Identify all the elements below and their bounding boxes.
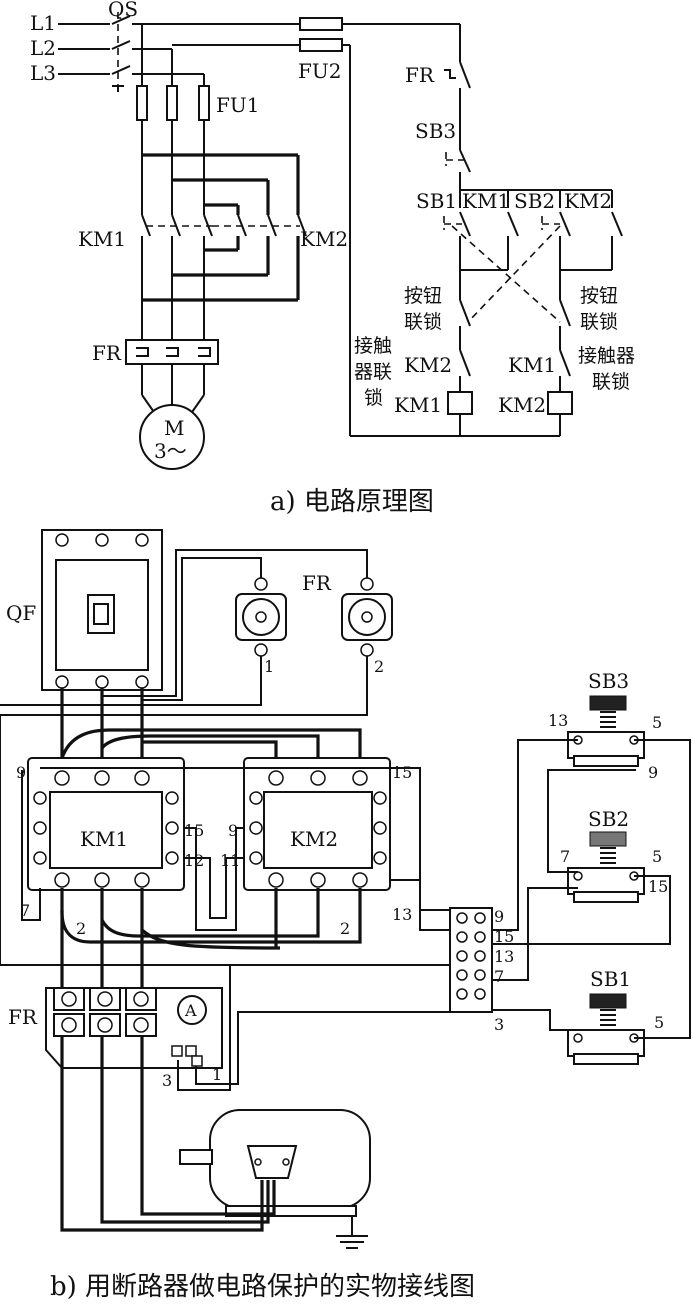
tb-9: 9	[494, 907, 504, 926]
label-coil-km2: KM2	[498, 393, 546, 417]
label-qs: QS	[108, 0, 138, 21]
control-circuit: FR SB3 SB1 KM1 SB2 KM2	[342, 23, 635, 437]
label-km2-power: KM2	[300, 227, 348, 251]
sb2-term-7: 7	[560, 847, 570, 866]
km1-term-2: 2	[76, 919, 86, 938]
km1-contactor: KM1 9 15 12 7 2	[16, 757, 204, 938]
km2-term-13: 13	[392, 905, 412, 924]
label-sb1-b: SB1	[590, 967, 631, 991]
label-fr-power: FR	[92, 341, 122, 365]
label-sb3: SB3	[415, 119, 456, 143]
motor	[179, 1109, 371, 1249]
label-coil-km1: KM1	[394, 393, 442, 417]
label-cont-lock-l2: 器联	[354, 361, 392, 383]
label-fr-top: FR	[302, 571, 332, 595]
km2-term-9: 9	[228, 821, 238, 840]
label-km1-aux: KM1	[462, 189, 510, 213]
tb-15: 15	[494, 927, 514, 946]
coil-km1	[447, 391, 473, 415]
ammeter-label: A	[184, 1001, 197, 1020]
km1-term-7: 7	[20, 901, 30, 920]
km2-term-2: 2	[340, 919, 350, 938]
label-sb3-b: SB3	[588, 669, 629, 693]
thermal-relay: A FR 3 1	[8, 987, 223, 1090]
coil-km2	[547, 391, 573, 415]
label-fr-ctrl: FR	[405, 63, 435, 87]
label-sb2: SB2	[514, 189, 555, 213]
tb-7: 7	[494, 967, 504, 986]
sb2-term-15: 15	[648, 877, 668, 896]
label-km1: KM1	[80, 827, 128, 851]
label-l1: L1	[30, 11, 56, 35]
label-km1-nc: KM1	[508, 353, 556, 377]
physical-wiring: QF FR 1 2 KM1 9 15	[0, 529, 691, 1249]
label-cont-lock-r1: 接触器	[578, 345, 635, 367]
label-fu1: FU1	[216, 93, 259, 117]
ammeter-icon	[177, 995, 207, 1025]
km1-term-12: 12	[184, 851, 204, 870]
motor-symbol	[139, 404, 205, 470]
label-cont-lock-l3: 锁	[364, 387, 383, 409]
tb-13: 13	[494, 947, 514, 966]
sb2-term-5: 5	[652, 847, 662, 866]
sb3-term-9: 9	[648, 763, 658, 782]
motor-label-3ph: 3～	[154, 439, 187, 463]
label-km2-nc: KM2	[404, 353, 452, 377]
label-km2: KM2	[290, 827, 338, 851]
km2-term-15: 15	[392, 763, 412, 782]
km1-term-15: 15	[184, 821, 204, 840]
km2-contactor: KM2 15 9 11 13 2	[220, 757, 412, 938]
sb3-term-13: 13	[548, 711, 568, 730]
sb2-button: SB2 7 5 15	[560, 807, 668, 903]
label-km1-power: KM1	[78, 227, 126, 251]
label-qf: QF	[6, 601, 36, 625]
km2-term-11: 11	[220, 851, 240, 870]
label-l3: L3	[30, 61, 56, 85]
sb3-term-5: 5	[652, 713, 662, 732]
label-fr-bottom: FR	[8, 1005, 38, 1029]
terminal-block: 9 15 13 7 3	[449, 907, 514, 1034]
label-l2: L2	[30, 36, 56, 60]
label-btn-lock-l1: 按钮	[404, 285, 442, 307]
label-sb2-b: SB2	[588, 807, 629, 831]
motor-label-m: M	[164, 416, 184, 440]
label-btn-lock-r1: 按钮	[580, 285, 618, 307]
power-circuit: L1 L2 L3 QS FU2 FU1	[30, 0, 348, 470]
sb3-button: SB3 13 5 9	[548, 669, 662, 782]
label-btn-lock-r2: 联锁	[580, 311, 618, 333]
fr-term-1: 1	[264, 657, 274, 676]
fr-term-3: 3	[162, 1071, 172, 1090]
sb1-term-5: 5	[654, 1013, 664, 1032]
label-sb1: SB1	[416, 189, 457, 213]
label-cont-lock-r2: 联锁	[592, 371, 630, 393]
km2-main-contacts	[212, 214, 307, 237]
label-km2-aux: KM2	[564, 189, 612, 213]
fr-term-1b: 1	[212, 1065, 222, 1084]
sb1-button: SB1 5	[567, 967, 664, 1065]
tb-3: 3	[494, 1015, 504, 1034]
caption-b: b) 用断路器做电路保护的实物接线图	[50, 1272, 475, 1302]
km1-main-contacts	[141, 214, 213, 237]
label-fu2: FU2	[298, 59, 341, 83]
caption-a: a) 电路原理图	[270, 487, 434, 517]
label-btn-lock-l2: 联锁	[404, 311, 442, 333]
fr-term-2: 2	[374, 657, 384, 676]
label-cont-lock-l1: 接触	[354, 335, 392, 357]
